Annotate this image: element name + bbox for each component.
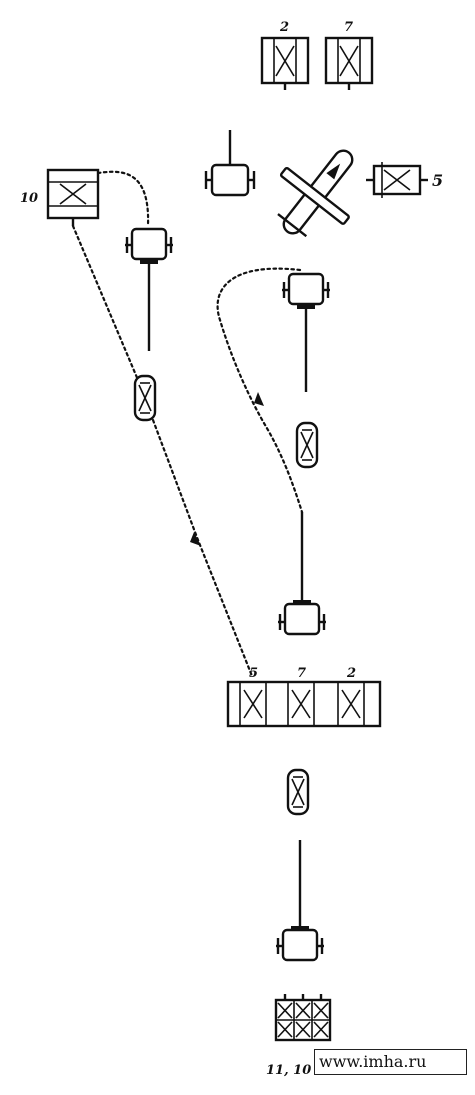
gun-right [282, 272, 330, 392]
label-10-left: 10 [20, 191, 38, 206]
vehicle-right [295, 421, 319, 469]
track-right-loop [216, 267, 304, 514]
arrow-left-mid [190, 532, 201, 546]
label-2-top: 2 [279, 20, 289, 35]
gun-left [125, 227, 173, 351]
airplane-icon [277, 149, 354, 238]
unit-row-5-7-2 [226, 680, 382, 728]
track-left-long [71, 224, 254, 678]
label-7-top: 7 [344, 20, 353, 35]
unit-10-left [46, 168, 100, 226]
arrow-right-mid [254, 392, 264, 406]
label-2-row: 2 [346, 666, 356, 681]
unit-7-top [324, 36, 374, 90]
label-5-row: 5 [249, 666, 258, 681]
watermark: www.imha.ru [314, 1049, 467, 1075]
track-left-top [96, 170, 150, 227]
label-11-10: 11, 10 [266, 1063, 311, 1078]
gun-upper-middle [204, 130, 256, 197]
unit-2-top [260, 36, 310, 90]
gun-bottom [276, 840, 324, 962]
label-5-right: 5 [432, 171, 443, 190]
vehicle-left [133, 374, 157, 422]
label-7-row: 7 [297, 666, 306, 681]
unit-5-right [366, 162, 428, 198]
unit-11-10-stack [274, 994, 332, 1042]
gun-middle-lower [278, 512, 326, 636]
vehicle-lower [286, 768, 310, 816]
